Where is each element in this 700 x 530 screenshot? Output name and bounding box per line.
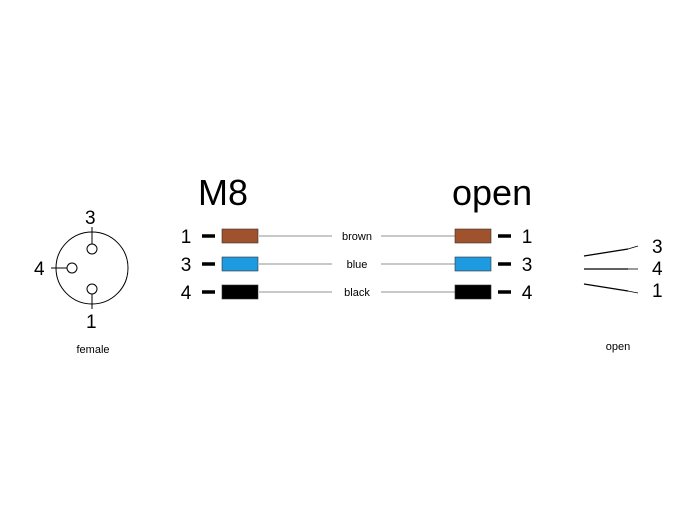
wire-black-left-sleeve [221, 284, 259, 300]
wire-brown-left-sleeve [221, 228, 259, 244]
female-label: female [76, 344, 109, 356]
pin-4-socket [66, 262, 78, 274]
wire-rows: 1 brown 1 3 blue 3 4 black 4 [181, 227, 533, 304]
open-wire-1 [583, 283, 629, 292]
open-end: 3 4 1 open [583, 237, 663, 353]
wire-blue-color-label: blue [347, 259, 368, 271]
header-right: open [452, 172, 532, 213]
wire-brown-right-sleeve [454, 228, 492, 244]
pin-3-label: 3 [85, 208, 96, 229]
wire-black-left-pin-label: 4 [181, 283, 192, 304]
pin-1-label: 1 [86, 312, 97, 333]
wire-blue-left-sleeve [221, 256, 259, 272]
wire-black-right-pin-label: 4 [522, 283, 533, 304]
female-connector: 3 4 1 female [34, 208, 129, 356]
wire-blue-right-sleeve [454, 256, 492, 272]
pin-3-socket [86, 243, 98, 255]
open-wire-3 [583, 248, 629, 257]
wire-blue-right-pin-label: 3 [522, 255, 533, 276]
open-label: open [606, 341, 630, 353]
open-pin-1-label: 1 [652, 281, 663, 302]
wire-brown-color-label: brown [342, 231, 372, 243]
wire-brown-left-pin-label: 1 [181, 227, 192, 248]
open-pin-3-label: 3 [652, 237, 663, 258]
header-left: M8 [198, 172, 248, 213]
pin-4-label: 4 [34, 259, 45, 280]
pin-1-socket [86, 283, 98, 295]
open-wire-3-tip [627, 245, 639, 250]
open-pin-4-label: 4 [652, 259, 663, 280]
wire-blue-left-pin-label: 3 [181, 255, 192, 276]
wire-black-right-sleeve [454, 284, 492, 300]
open-wire-1-tip [627, 290, 639, 294]
wire-brown-right-pin-label: 1 [522, 227, 533, 248]
wire-black-color-label: black [344, 287, 370, 299]
